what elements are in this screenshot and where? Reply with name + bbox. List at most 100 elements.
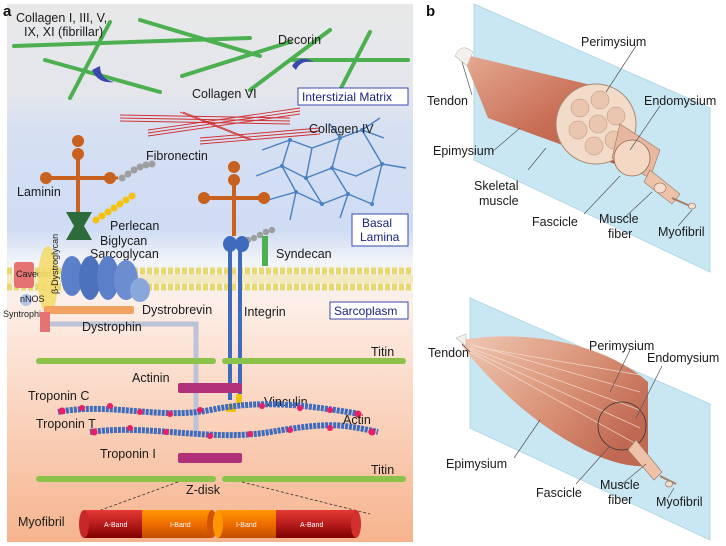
basal-lamina-label-2: Lamina (360, 230, 400, 244)
troponin-t-label: Troponin T (36, 417, 96, 431)
caveolin-box (14, 262, 34, 288)
nnos-label: nNOS (20, 294, 45, 304)
panel-b-letter: b (426, 3, 435, 20)
integrin-dimer (223, 236, 249, 400)
actinin-label: Actinin (132, 371, 170, 385)
tendon-bottom-label: Tendon (428, 346, 469, 360)
leader-lines-bottom (461, 343, 675, 499)
zoom-line-right (241, 481, 371, 515)
i-band-right-label: I-Band (236, 522, 257, 529)
muscle-diagram-top (454, 3, 711, 273)
collagen-iv-nodes (280, 128, 384, 206)
dystrophin-rod (50, 321, 199, 436)
laminin-molecule (40, 135, 118, 216)
laminin-label: Laminin (17, 185, 61, 199)
muscle-diagram-bottom (455, 297, 711, 541)
fibronectin-label: Fibronectin (146, 149, 208, 163)
fascicle-top-label: Fascicle (532, 215, 578, 229)
panel-a-letter: a (3, 3, 12, 20)
collagen-fibrillar-label-2: IX, XI (fibrillar) (24, 25, 103, 39)
muscle-fiber-bottom (627, 439, 663, 481)
interstitial-matrix-label: Interstizial Matrix (302, 90, 392, 104)
zoom-line-left (89, 481, 179, 515)
epimysium-top-label: Epimysium (433, 144, 494, 158)
endomysium-top-label: Endomysium (644, 94, 716, 108)
troponin-dots (58, 403, 376, 439)
tendon-bottom (455, 333, 467, 347)
titin-top-left (36, 358, 216, 364)
titin-top-right (222, 358, 406, 364)
actinin-bar-lower (178, 453, 242, 463)
perimysium-top-label: Perimysium (581, 35, 646, 49)
dystrophin-label: Dystrophin (82, 320, 142, 334)
tendon-top-label: Tendon (427, 94, 468, 108)
dystrobrevin-bar (44, 306, 134, 314)
sarcoglycan-label: Sarcoglycan (90, 247, 159, 261)
fascicle-cross-top (613, 139, 651, 177)
decorin-left-icon (92, 66, 114, 83)
muscle-fiber-bottom-label-1: Muscle (600, 478, 640, 492)
myofibril-tip-bottom (665, 480, 673, 488)
muscle-fiber-top-label-2: fiber (608, 227, 632, 241)
z-disk-label: Z-disk (186, 483, 221, 497)
troponin-c-label: Troponin C (28, 389, 89, 403)
titin-bottom-right (222, 476, 406, 482)
decorin-right-icon (292, 58, 314, 70)
beta-dystroglycan (38, 246, 58, 314)
epimysium-bottom-label: Epimysium (446, 457, 507, 471)
syndecan-label: Syndecan (276, 247, 332, 261)
titin-top-label: Titin (371, 345, 394, 359)
nnos-icon (20, 294, 32, 306)
muscle-fiber-top-label-1: Muscle (599, 212, 639, 226)
biglycan-label: Biglycan (100, 234, 147, 248)
myofibril-top-label: Myofibril (658, 225, 705, 239)
perlecan-label: Perlecan (110, 219, 159, 233)
tendon-top (454, 47, 474, 67)
actin-filament-lower (89, 422, 379, 439)
caveolin-label: Caveolin (16, 269, 51, 279)
myofibril-tip-top (688, 202, 696, 210)
troponin-i-label: Troponin I (100, 447, 156, 461)
perimysium-bottom-label: Perimysium (589, 339, 654, 353)
basal-lamina-label-1: Basal (362, 216, 392, 230)
titin-bottom-left (36, 476, 216, 482)
actin-filament-upper (57, 401, 361, 417)
sarcoplasm-label: Sarcoplasm (334, 304, 397, 318)
fascicle-bottom-label: Fascicle (536, 486, 582, 500)
a-band-left-label: A-Band (104, 522, 127, 529)
skeletal-muscle-top-label-2: muscle (479, 194, 519, 208)
fibronectin-chain (118, 160, 156, 182)
skeletal-muscle-top-label-1: Skeletal (474, 179, 518, 193)
syntrophin-label: Syntrophin (3, 309, 46, 319)
skeletal-muscle-body-bottom (462, 336, 648, 467)
panel-b: b P (426, 3, 719, 541)
syndecan-bar (262, 236, 268, 266)
collagen-vi-fibers (119, 107, 321, 145)
fascicle-cross-bottom (597, 401, 647, 451)
syntrophin-box (40, 312, 50, 332)
interstitial-matrix-box (297, 87, 409, 106)
myofibril-label: Myofibril (18, 515, 65, 529)
titin-bottom-label: Titin (371, 463, 394, 477)
collagen-fibrillar-label-1: Collagen I, III, V, (16, 11, 107, 25)
leader-lines-top (461, 45, 693, 227)
panel-a: a Collagen I, III, V, IX, XI (fibrillar)… (3, 3, 413, 542)
i-band-left-label: I-Band (170, 522, 191, 529)
perlecan-chain (92, 192, 136, 224)
dystrobrevin-label: Dystrobrevin (142, 303, 212, 317)
endomysium-bottom-label: Endomysium (647, 351, 719, 365)
integrin-laminin-molecule (198, 161, 270, 236)
sarcoplasm-box (329, 301, 409, 320)
actin-label: Actin (343, 413, 371, 427)
vinculin-icon (236, 394, 242, 404)
muscle-striations-bottom (469, 343, 641, 447)
decorin-label: Decorin (278, 33, 321, 47)
collagen-vi-label: Collagen VI (192, 87, 257, 101)
sarcoglycan-complex (61, 256, 150, 302)
myofibril-cylinder (79, 510, 361, 538)
myofibril-bottom-label: Myofibril (656, 495, 703, 509)
beta-dystroglycan-label: β-Dystroglycan (50, 234, 60, 294)
integrin-label: Integrin (244, 305, 286, 319)
a-band-right-label: A-Band (300, 522, 323, 529)
